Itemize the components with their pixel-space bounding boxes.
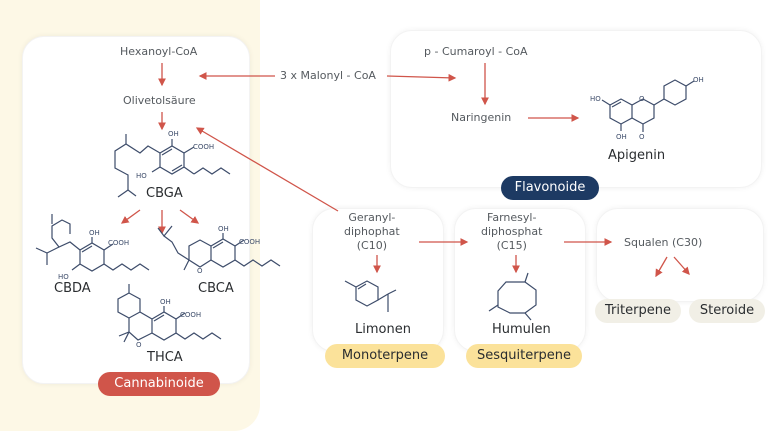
apigenin-structure: HO OH O O OH [590, 76, 704, 141]
arrow-squalen-to-triterpene [655, 256, 668, 278]
cbca-o-label: O [197, 267, 203, 275]
geranyl-line-2: diphophat [344, 225, 400, 238]
cumaroyl-coa-label: p - Cumaroyl - CoA [424, 45, 528, 58]
cbca-oh-label: OH [218, 225, 229, 233]
apigenin-name: Apigenin [608, 148, 666, 163]
cbga-oh-label: OH [168, 130, 179, 138]
arrow-geranyl-to-olivetol [195, 127, 339, 212]
hexanoyl-coa-label: Hexanoyl-CoA [120, 45, 198, 58]
farnesyl-line-1: Farnesyl- [487, 211, 537, 224]
thca-oh-label: OH [160, 298, 171, 306]
squalen-label: Squalen (C30) [624, 236, 703, 249]
thca-cooh-label: COOH [180, 311, 201, 319]
apigenin-ring-o-label: O [639, 95, 645, 103]
farnesyl-line-2: diphosphat [481, 225, 543, 238]
cbca-name: CBCA [198, 281, 234, 296]
arrows [120, 63, 690, 278]
cbda-ho-label: HO [58, 273, 69, 281]
cbda-name: CBDA [54, 281, 91, 296]
thca-structure: OH COOH O [117, 284, 222, 349]
arrow-malonyl-to-naringenin [386, 73, 457, 82]
steroide-badge: Steroide [689, 299, 765, 323]
cbda-cooh-label: COOH [108, 239, 129, 247]
limonen-structure [344, 280, 397, 312]
farnesyl-diphosphat-label: Farnesyl- diphosphat (C15) [481, 211, 542, 253]
geranyl-diphosphat-label: Geranyl- diphophat (C10) [344, 211, 400, 253]
cbca-cooh-label: COOH [239, 238, 260, 246]
humulen-structure [488, 272, 537, 321]
sesquiterpene-badge: Sesquiterpene [466, 344, 582, 368]
cbga-name: CBGA [146, 186, 183, 201]
geranyl-line-1: Geranyl- [348, 211, 396, 224]
cbga-ho-label: HO [136, 172, 147, 180]
sesquiterpene-card [454, 208, 586, 352]
olivetolsaeure-label: Olivetolsäure [123, 94, 196, 107]
thca-name: THCA [147, 350, 183, 365]
thca-o-label: O [136, 341, 142, 349]
cannabinoide-badge: Cannabinoide [98, 372, 220, 396]
cbda-oh-label: OH [89, 229, 100, 237]
triterpene-badge: Triterpene [595, 299, 681, 323]
geranyl-line-3: (C10) [356, 239, 387, 252]
malonyl-coa-label: 3 x Malonyl - CoA [280, 69, 376, 82]
apigenin-o-label: O [639, 133, 645, 141]
flavonoide-badge: Flavonoide [501, 176, 599, 200]
squalen-card [596, 208, 764, 302]
cbda-structure: OH COOH HO [35, 214, 150, 281]
arrow-squalen-to-steroide [673, 256, 690, 275]
cbca-structure: OH COOH O [157, 225, 281, 275]
cbga-cooh-label: COOH [193, 143, 214, 151]
humulen-name: Humulen [492, 322, 551, 337]
arrow-cbga-to-cbca [179, 209, 200, 224]
naringenin-label: Naringenin [451, 111, 512, 124]
apigenin-oh2-label: OH [693, 76, 704, 84]
cbga-structure: OH COOH HO [114, 130, 231, 198]
farnesyl-line-3: (C15) [496, 239, 527, 252]
apigenin-oh-label: OH [616, 133, 627, 141]
monoterpene-card [312, 208, 444, 352]
arrow-cbga-to-cbda [120, 209, 141, 224]
limonen-name: Limonen [355, 322, 411, 337]
monoterpene-badge: Monoterpene [325, 344, 445, 368]
apigenin-ho-label: HO [590, 95, 601, 103]
cannabinoid-card [22, 36, 250, 384]
